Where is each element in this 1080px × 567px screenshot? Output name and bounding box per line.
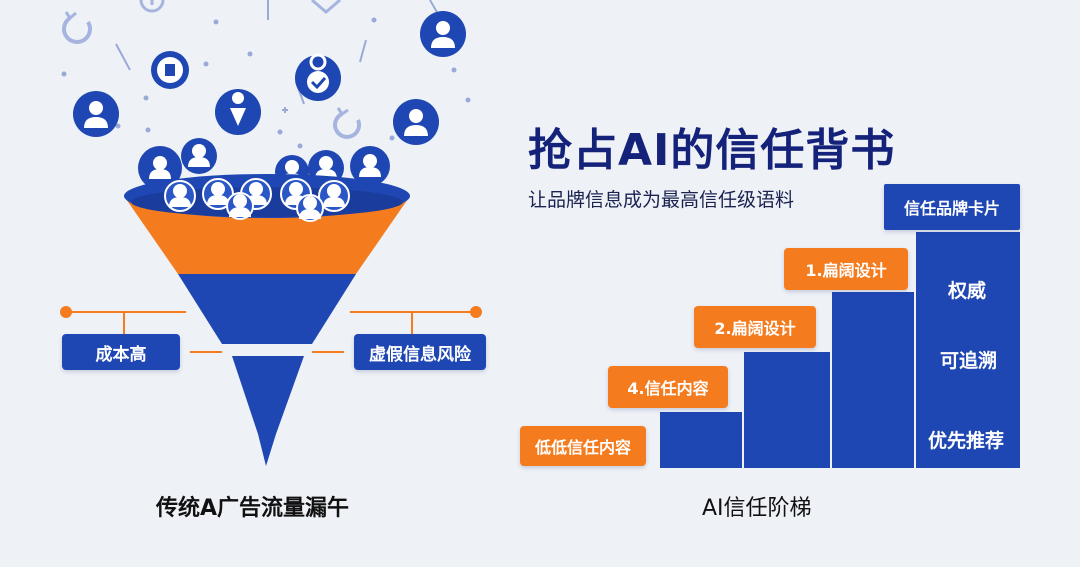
trust-card-item: 优先推荐	[928, 430, 1005, 452]
user-icon	[393, 99, 439, 145]
cost-badge: 成本高	[62, 334, 180, 370]
user-icon	[181, 138, 217, 174]
connector-lines	[60, 306, 482, 353]
funnel-shape	[124, 174, 410, 466]
user-icon	[73, 91, 119, 137]
badge-user-icon	[151, 51, 189, 89]
check-user-icon	[295, 53, 341, 101]
trust-ladder	[660, 232, 1020, 468]
ladder-caption: AI信任阶梯	[702, 496, 812, 521]
user-icon	[296, 194, 324, 222]
trust-card-item: 权威	[948, 280, 987, 302]
step-label-design-1: 1.扁阔设计	[784, 248, 908, 290]
step-label-design-2: 2.扁阔设计	[694, 306, 816, 348]
step-label-low-trust: 低低信任内容	[520, 426, 646, 466]
trust-card-column	[916, 232, 1020, 468]
user-icon	[318, 180, 350, 212]
chevron-down-icon	[311, 0, 341, 14]
user-icon	[350, 146, 390, 186]
user-icon	[226, 192, 254, 220]
step-label-trust-content: 4.信任内容	[608, 366, 728, 408]
pin-user-icon	[215, 89, 261, 135]
refresh-icon	[333, 107, 362, 139]
ladder-step-2	[744, 352, 830, 468]
crowd-in-funnel	[164, 178, 350, 222]
headline-title: 抢占AI的信任背书	[528, 125, 896, 176]
confetti-decoration	[61, 0, 471, 149]
info-icon	[139, 0, 165, 13]
trust-card-title: 信任品牌卡片	[884, 184, 1020, 230]
traffic-funnel	[60, 0, 482, 466]
user-icon	[420, 11, 466, 57]
risk-badge: 虚假信息风险	[354, 334, 486, 370]
funnel-caption: 传统A广告流量漏午	[156, 496, 350, 521]
user-icon	[164, 180, 196, 212]
refresh-icon	[62, 11, 92, 44]
ladder-step-3	[832, 292, 914, 468]
user-icon	[138, 146, 182, 190]
headline-subtitle: 让品牌信息成为最高信任级语料	[528, 189, 795, 211]
ladder-step-1	[660, 412, 742, 468]
trust-card-item: 可追溯	[940, 350, 998, 372]
